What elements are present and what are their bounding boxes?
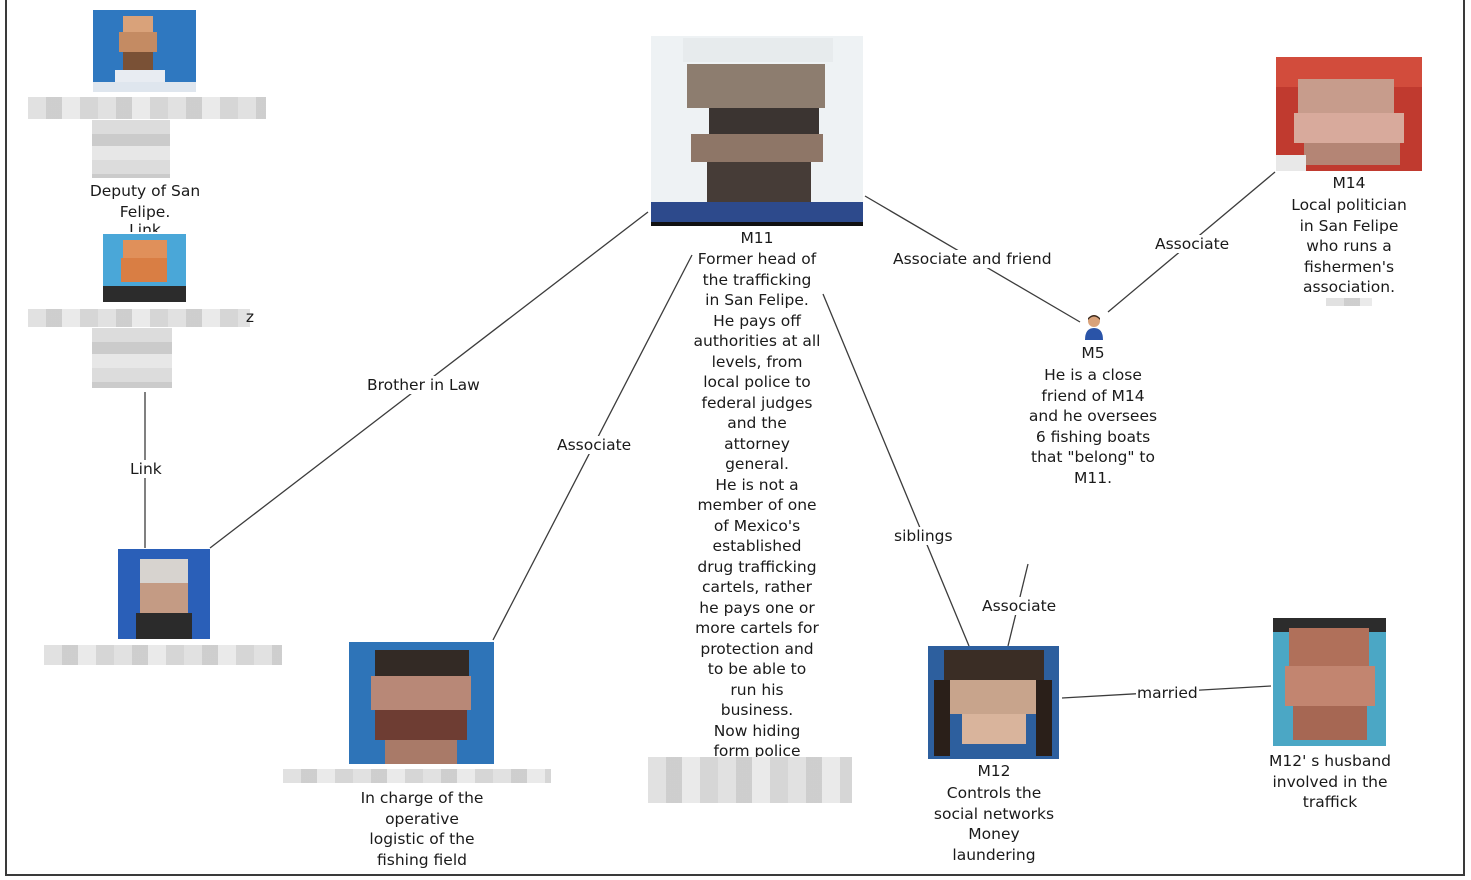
operative-description-line: logistic of the — [369, 830, 475, 848]
deputy-cut-label: Link — [129, 221, 161, 232]
m11-description-line: member of one — [697, 496, 817, 514]
m5-description-line: 6 fishing boats — [1035, 427, 1151, 446]
edge-label-associate-m12: Associate — [981, 597, 1058, 615]
redacted-name — [92, 120, 170, 178]
m11-description-line: run his — [730, 680, 784, 699]
redacted-name — [28, 309, 250, 327]
edge-label-associate-and-friend: Associate and friend — [892, 250, 1053, 268]
redacted-name — [92, 328, 172, 388]
m14-id: M14 — [1332, 174, 1366, 192]
m12-description-line: social networks — [933, 804, 1055, 823]
m12-husband-description-line: traffick — [1302, 793, 1358, 811]
operative-description-line: operative — [385, 809, 459, 828]
m11-description-line: cartels, rather — [702, 578, 812, 596]
edge-label-link: Link — [129, 460, 163, 478]
operative-description: In charge of the operative logistic of the… — [330, 788, 514, 870]
redacted-name — [1326, 298, 1372, 306]
deputy-photo — [93, 10, 196, 92]
m11-description-line: protection and — [700, 639, 814, 658]
m12-id: M12 — [977, 762, 1011, 780]
m11-description-line: He is not a — [715, 475, 799, 494]
edge-label-associate-left: Associate — [556, 436, 633, 454]
m12-photo — [928, 646, 1059, 759]
m14-description: Local politician in San Felipe who runs a f… — [1274, 195, 1424, 298]
m12-description-line: Controls the — [946, 784, 1042, 802]
redacted-name — [648, 757, 852, 803]
m11-description-line: general. — [725, 455, 789, 473]
m5-description-line: He is a close — [1044, 366, 1142, 384]
m11-description-line: Now hiding — [713, 721, 801, 740]
m11-id: M11 — [740, 229, 774, 247]
second-left-trailing-char: z — [245, 308, 255, 326]
m11-description-line: in San Felipe. — [705, 291, 809, 309]
m5-description-line: that "belong" to — [1031, 448, 1155, 466]
operative-photo — [349, 642, 494, 764]
m14-description-line: who runs a — [1306, 237, 1392, 255]
m11-description-line: attorney — [724, 434, 790, 453]
m12-husband-description-line: involved in the — [1272, 772, 1388, 791]
operative-description-line: In charge of the — [360, 789, 484, 807]
m5-description-line: friend of M14 — [1041, 386, 1145, 405]
m11-description-line: local police to — [703, 373, 811, 391]
m11-description-line: of Mexico's — [713, 516, 801, 535]
m11-description-line: levels, from — [711, 352, 803, 371]
m11-description-line: more cartels for — [695, 619, 819, 637]
edge-label-brother-in-law: Brother in Law — [366, 376, 481, 394]
m11-description-line: authorities at all — [693, 332, 821, 350]
redacted-name — [44, 645, 282, 665]
operative-description-line: fishing field — [376, 850, 467, 869]
m12-husband-description-line: M12' s husband — [1268, 752, 1391, 770]
m11-description-line: to be able to — [707, 660, 807, 678]
redacted-name — [28, 97, 266, 119]
m11-photo — [651, 36, 863, 226]
person-icon — [1085, 315, 1103, 340]
m14-photo — [1276, 57, 1422, 171]
m11-description-line: established — [712, 537, 802, 555]
m11-description: Former head of the trafficking in San Feli… — [672, 249, 842, 757]
m5-description-line: M11. — [1073, 468, 1113, 487]
m5-id: M5 — [1081, 344, 1105, 362]
deputy-caption: Deputy of San Felipe. — [89, 182, 201, 221]
m11-description-line: form police — [713, 742, 801, 757]
m14-description-line: fishermen's — [1303, 257, 1395, 276]
m12-description-line: Money — [968, 825, 1020, 843]
m12-husband-photo — [1273, 618, 1386, 746]
diagram-frame — [5, 0, 1465, 876]
m11-description-line: and the — [727, 414, 787, 432]
m11-description-line: federal judges — [701, 393, 813, 412]
second-left-photo — [103, 234, 186, 302]
m14-description-line: association. — [1302, 278, 1396, 296]
m14-description-line: in San Felipe — [1299, 216, 1399, 235]
m11-description-line: He pays off — [713, 311, 801, 330]
edge-siblings — [822, 293, 970, 647]
m11-description-line: the trafficking — [702, 270, 812, 289]
m14-description-line: Local politician — [1291, 196, 1407, 214]
m12-husband-description: M12' s husband involved in the traffick — [1252, 751, 1408, 813]
redacted-name — [283, 769, 551, 783]
m11-description-line: he pays one or — [699, 598, 815, 617]
m5-description-line: and he oversees — [1028, 407, 1158, 425]
m12-description-line: laundering — [952, 845, 1036, 864]
m11-description-line: business. — [720, 701, 794, 719]
edge-label-siblings: siblings — [893, 527, 954, 545]
edge-label-married: married — [1136, 684, 1199, 702]
bottom-left-photo — [118, 549, 210, 639]
m11-description-line: Former head of — [697, 250, 817, 268]
m11-description-line: drug trafficking — [697, 557, 817, 576]
edge-label-associate-right: Associate — [1154, 235, 1231, 253]
m5-description: He is a close friend of M14 and he oversee… — [1012, 365, 1174, 488]
